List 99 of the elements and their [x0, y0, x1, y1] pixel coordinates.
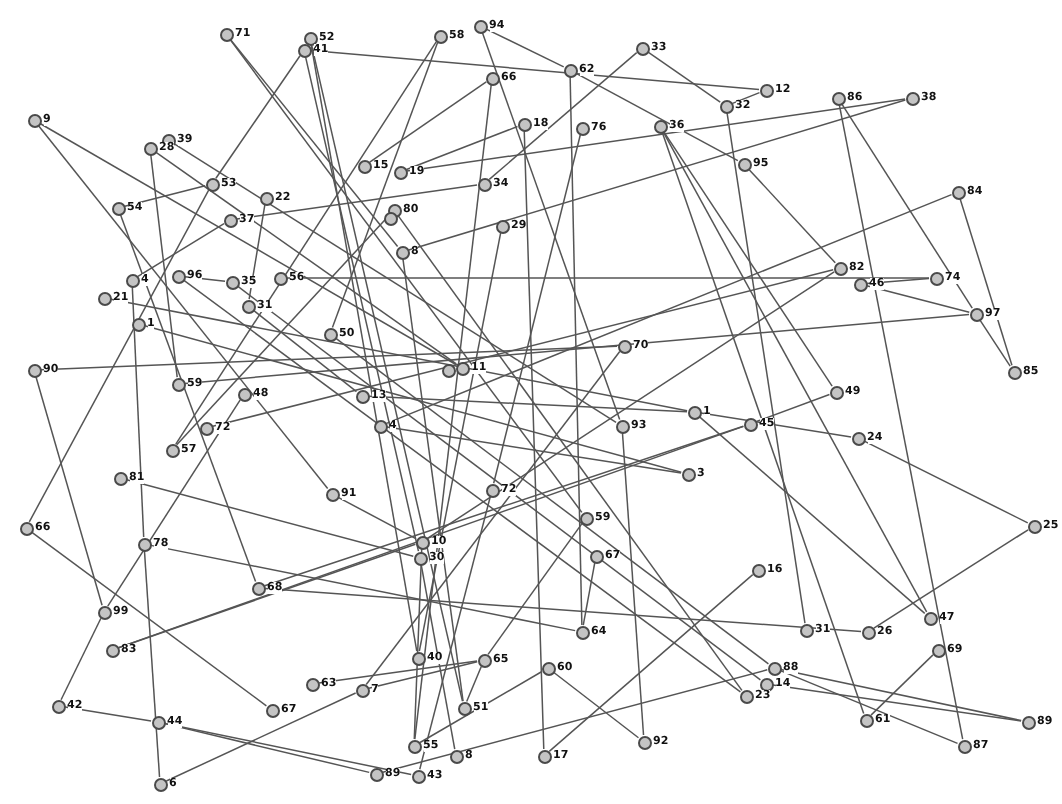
- connector-line: [110, 298, 688, 412]
- connector-line: [154, 151, 458, 365]
- connector-line: [569, 76, 583, 626]
- connector-line: [870, 654, 934, 716]
- connector-line: [131, 286, 145, 538]
- connector-line: [248, 204, 266, 300]
- connector-line: [286, 277, 930, 279]
- connector-line: [726, 112, 806, 624]
- connector-line: [368, 660, 478, 690]
- connector-line: [407, 99, 907, 251]
- connector-line: [755, 393, 831, 423]
- connector-line: [427, 271, 835, 539]
- connector-line: [663, 131, 833, 387]
- connector-line: [310, 44, 464, 702]
- connector-line: [647, 51, 721, 103]
- connector-line: [772, 684, 1022, 722]
- connector-line: [661, 131, 865, 715]
- connector-line: [698, 415, 926, 615]
- connector-line: [552, 671, 640, 739]
- connector-line: [164, 722, 412, 776]
- connector-line: [212, 268, 834, 428]
- connector-line: [575, 72, 739, 162]
- connector-line: [176, 214, 390, 446]
- connector-line: [418, 232, 502, 652]
- connector-line: [481, 31, 621, 421]
- connector-line: [107, 399, 241, 607]
- connector-line: [979, 319, 1011, 367]
- connector-line: [40, 345, 618, 371]
- connector-line: [414, 84, 492, 740]
- connector-line: [731, 91, 761, 105]
- connector-line: [124, 185, 206, 207]
- connector-line: [419, 496, 491, 770]
- connector-line: [841, 103, 973, 309]
- connector-line: [420, 564, 456, 750]
- connector-line: [126, 479, 414, 557]
- connector-line: [119, 213, 257, 583]
- connector-line: [523, 130, 545, 750]
- connector-line: [64, 706, 152, 722]
- connector-line: [229, 38, 583, 514]
- connector-line: [866, 285, 970, 313]
- connector-line: [548, 573, 754, 753]
- connector-line: [304, 56, 420, 552]
- connector-line: [402, 258, 464, 702]
- connector-line: [37, 124, 329, 490]
- connector-line: [405, 125, 519, 171]
- connector-line: [700, 412, 852, 438]
- connector-line: [331, 41, 439, 329]
- connector-line: [488, 51, 638, 181]
- connector-line: [229, 38, 399, 248]
- connector-line: [582, 562, 596, 626]
- connector-line: [60, 617, 102, 701]
- connector-line: [39, 122, 457, 366]
- connector-line: [143, 550, 161, 778]
- connector-line: [385, 193, 953, 425]
- connector-line: [873, 529, 1029, 629]
- connector-line: [621, 432, 645, 736]
- connector-line: [369, 81, 487, 163]
- connector-line: [182, 279, 742, 693]
- connector-line: [959, 197, 1013, 367]
- connector-line: [365, 350, 621, 686]
- connector-line: [337, 496, 417, 540]
- connector-line: [236, 285, 762, 681]
- connector-line: [236, 184, 478, 220]
- connector-line: [184, 313, 970, 385]
- connector-line: [368, 395, 688, 413]
- connector-line: [318, 660, 478, 684]
- connector-line: [334, 337, 770, 665]
- connector-line: [215, 55, 301, 179]
- connector-line: [419, 670, 543, 744]
- connector-line: [485, 28, 565, 68]
- connector-line: [173, 143, 617, 423]
- connector-line: [35, 375, 103, 607]
- connector-line: [165, 692, 357, 782]
- connector-line: [465, 665, 483, 703]
- connector-line: [863, 440, 1029, 524]
- connector-line: [492, 134, 582, 484]
- connector-line: [487, 522, 583, 656]
- connector-line: [413, 548, 423, 740]
- connector-line: [397, 214, 743, 692]
- connector-line: [780, 668, 1022, 722]
- connector-line: [264, 587, 862, 633]
- connector-line: [30, 531, 268, 707]
- connector-line: [386, 426, 682, 474]
- connector-line: [150, 154, 178, 378]
- connector-line: [150, 544, 576, 632]
- connector-line: [838, 104, 964, 740]
- connector-line: [866, 277, 930, 285]
- connector-line: [137, 222, 225, 278]
- connector-line: [28, 189, 210, 523]
- connector-line: [144, 325, 682, 473]
- connector-line: [779, 669, 959, 745]
- connector-line: [252, 309, 358, 393]
- connector-line: [117, 425, 745, 649]
- connector-line: [263, 425, 745, 587]
- connector-line: [382, 669, 768, 773]
- connector-line: [748, 168, 836, 264]
- connector-line: [406, 98, 906, 172]
- connector-line: [175, 41, 437, 445]
- connector-line: [662, 131, 928, 613]
